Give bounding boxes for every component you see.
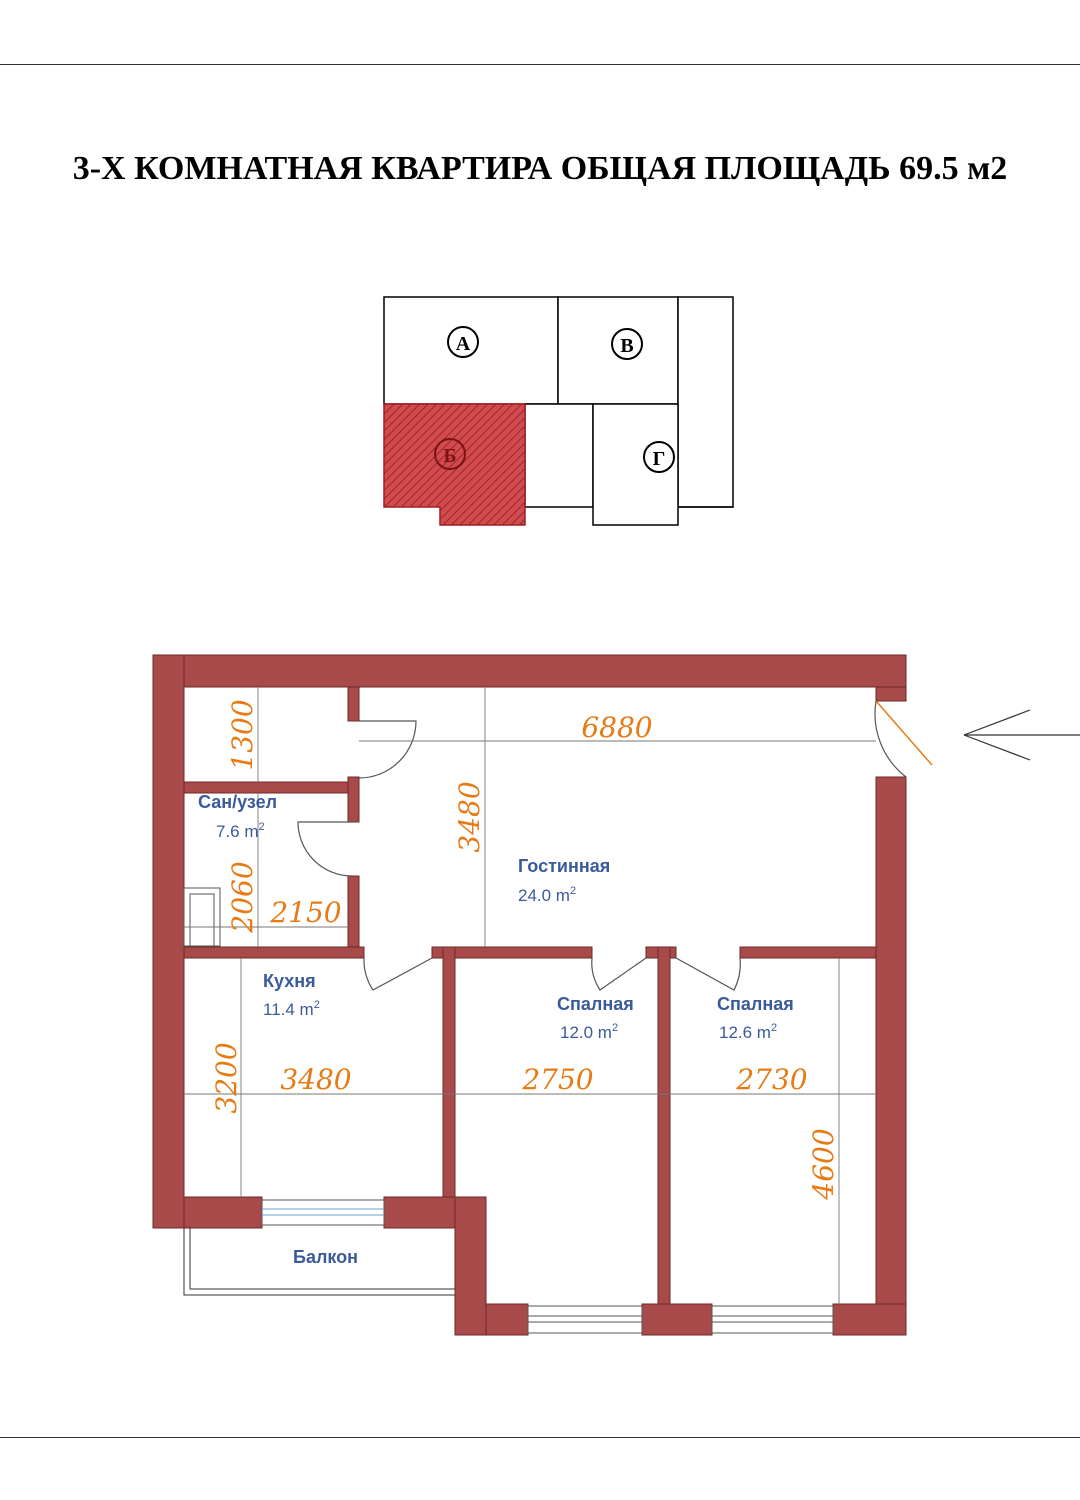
door-entrance: [875, 700, 933, 766]
room-kitchen-area: 11.4 m2: [263, 999, 320, 1019]
room-bedroom1-area: 12.0 m2: [560, 1022, 618, 1042]
windows: [261, 1199, 834, 1334]
key-section-middle: [524, 403, 594, 508]
bath-shaft: [183, 887, 221, 947]
wall-bottom-mid: [641, 1303, 713, 1336]
wall-bottom-1: [485, 1303, 529, 1336]
balcony-outline: [183, 1228, 455, 1296]
window-kitchen: [261, 1199, 385, 1226]
wall-corridor-bottom-3: [739, 946, 877, 959]
room-bedroom2-name: Спалная: [717, 994, 794, 1014]
entrance-arrow-icon: [963, 709, 1080, 761]
walls: [152, 654, 907, 1336]
dim-hall-height: 1300: [226, 699, 259, 770]
room-living-name: Гостинная: [518, 856, 610, 876]
door-bedroom1: [591, 957, 647, 991]
key-section-b: [383, 403, 526, 526]
room-living-area: 24.0 m2: [518, 885, 576, 905]
dim-bedroom2-width: 2730: [735, 1063, 807, 1096]
dimension-labels: 1300 6880 3480 2060 2150 3200 3480 2750 …: [210, 699, 840, 1200]
key-label-b: Б: [443, 445, 456, 467]
room-bath-area: 7.6 m2: [216, 821, 265, 841]
wall-kitchen-right: [442, 946, 456, 1198]
door-bath: [297, 821, 359, 877]
dim-bedroom1-width: 2750: [521, 1063, 593, 1096]
key-labels: А В Б Г: [434, 326, 675, 473]
wall-bath-top: [183, 781, 349, 794]
window-bedroom1: [527, 1305, 643, 1334]
wall-bath-right-lower: [347, 875, 360, 948]
wall-hall-partition-2: [347, 776, 360, 823]
room-kitchen-name: Кухня: [263, 971, 316, 991]
wall-top-right-stub: [875, 686, 907, 702]
wall-bath-bottom: [183, 946, 365, 959]
room-balcony-name: Балкон: [293, 1247, 358, 1267]
page-title: 3-Х КОМНАТНАЯ КВАРТИРА ОБЩАЯ ПЛОЩАДЬ 69.…: [72, 150, 1008, 187]
wall-hall-partition: [347, 686, 360, 722]
dimension-lines: [184, 687, 876, 1304]
wall-corridor-bottom: [431, 946, 593, 959]
room-bath-name: Сан/узел: [198, 792, 277, 812]
door-kitchen: [363, 957, 433, 991]
window-bedroom2: [711, 1305, 834, 1334]
top-rule: [0, 64, 1080, 65]
room-bedroom1-name: Спалная: [557, 994, 634, 1014]
key-tower: [677, 296, 734, 508]
key-label-a: А: [456, 333, 471, 355]
bottom-rule: [0, 1437, 1080, 1438]
wall-right: [875, 776, 907, 1336]
wall-top: [152, 654, 907, 688]
dim-hall-width: 6880: [581, 711, 652, 744]
wall-left: [152, 654, 185, 1229]
key-label-g: Г: [653, 448, 666, 470]
wall-bottom-right: [832, 1303, 907, 1336]
room-labels: Сан/узел 7.6 m2 Гостинная 24.0 m2 Кухня …: [198, 792, 794, 1267]
key-plan: [383, 296, 734, 526]
dim-kitchen-width: 3480: [280, 1063, 351, 1096]
dim-bath-width: 2150: [269, 896, 341, 929]
door-bedroom2: [675, 957, 741, 991]
door-entrance-arc: [874, 700, 907, 778]
key-label-v: В: [620, 335, 633, 357]
dim-kitchen-height: 3200: [210, 1042, 243, 1113]
wall-balcony-side: [454, 1196, 487, 1336]
dim-bedroom2-height: 4600: [807, 1128, 840, 1200]
dim-living-height: 3480: [453, 781, 486, 852]
dim-bath-height: 2060: [226, 861, 259, 933]
door-hall: [358, 720, 417, 779]
room-bedroom2-area: 12.6 m2: [719, 1022, 777, 1042]
doors: [297, 700, 933, 991]
wall-kitchen-bottom-left: [183, 1196, 263, 1229]
wall-bedrooms-divider: [657, 946, 671, 1336]
